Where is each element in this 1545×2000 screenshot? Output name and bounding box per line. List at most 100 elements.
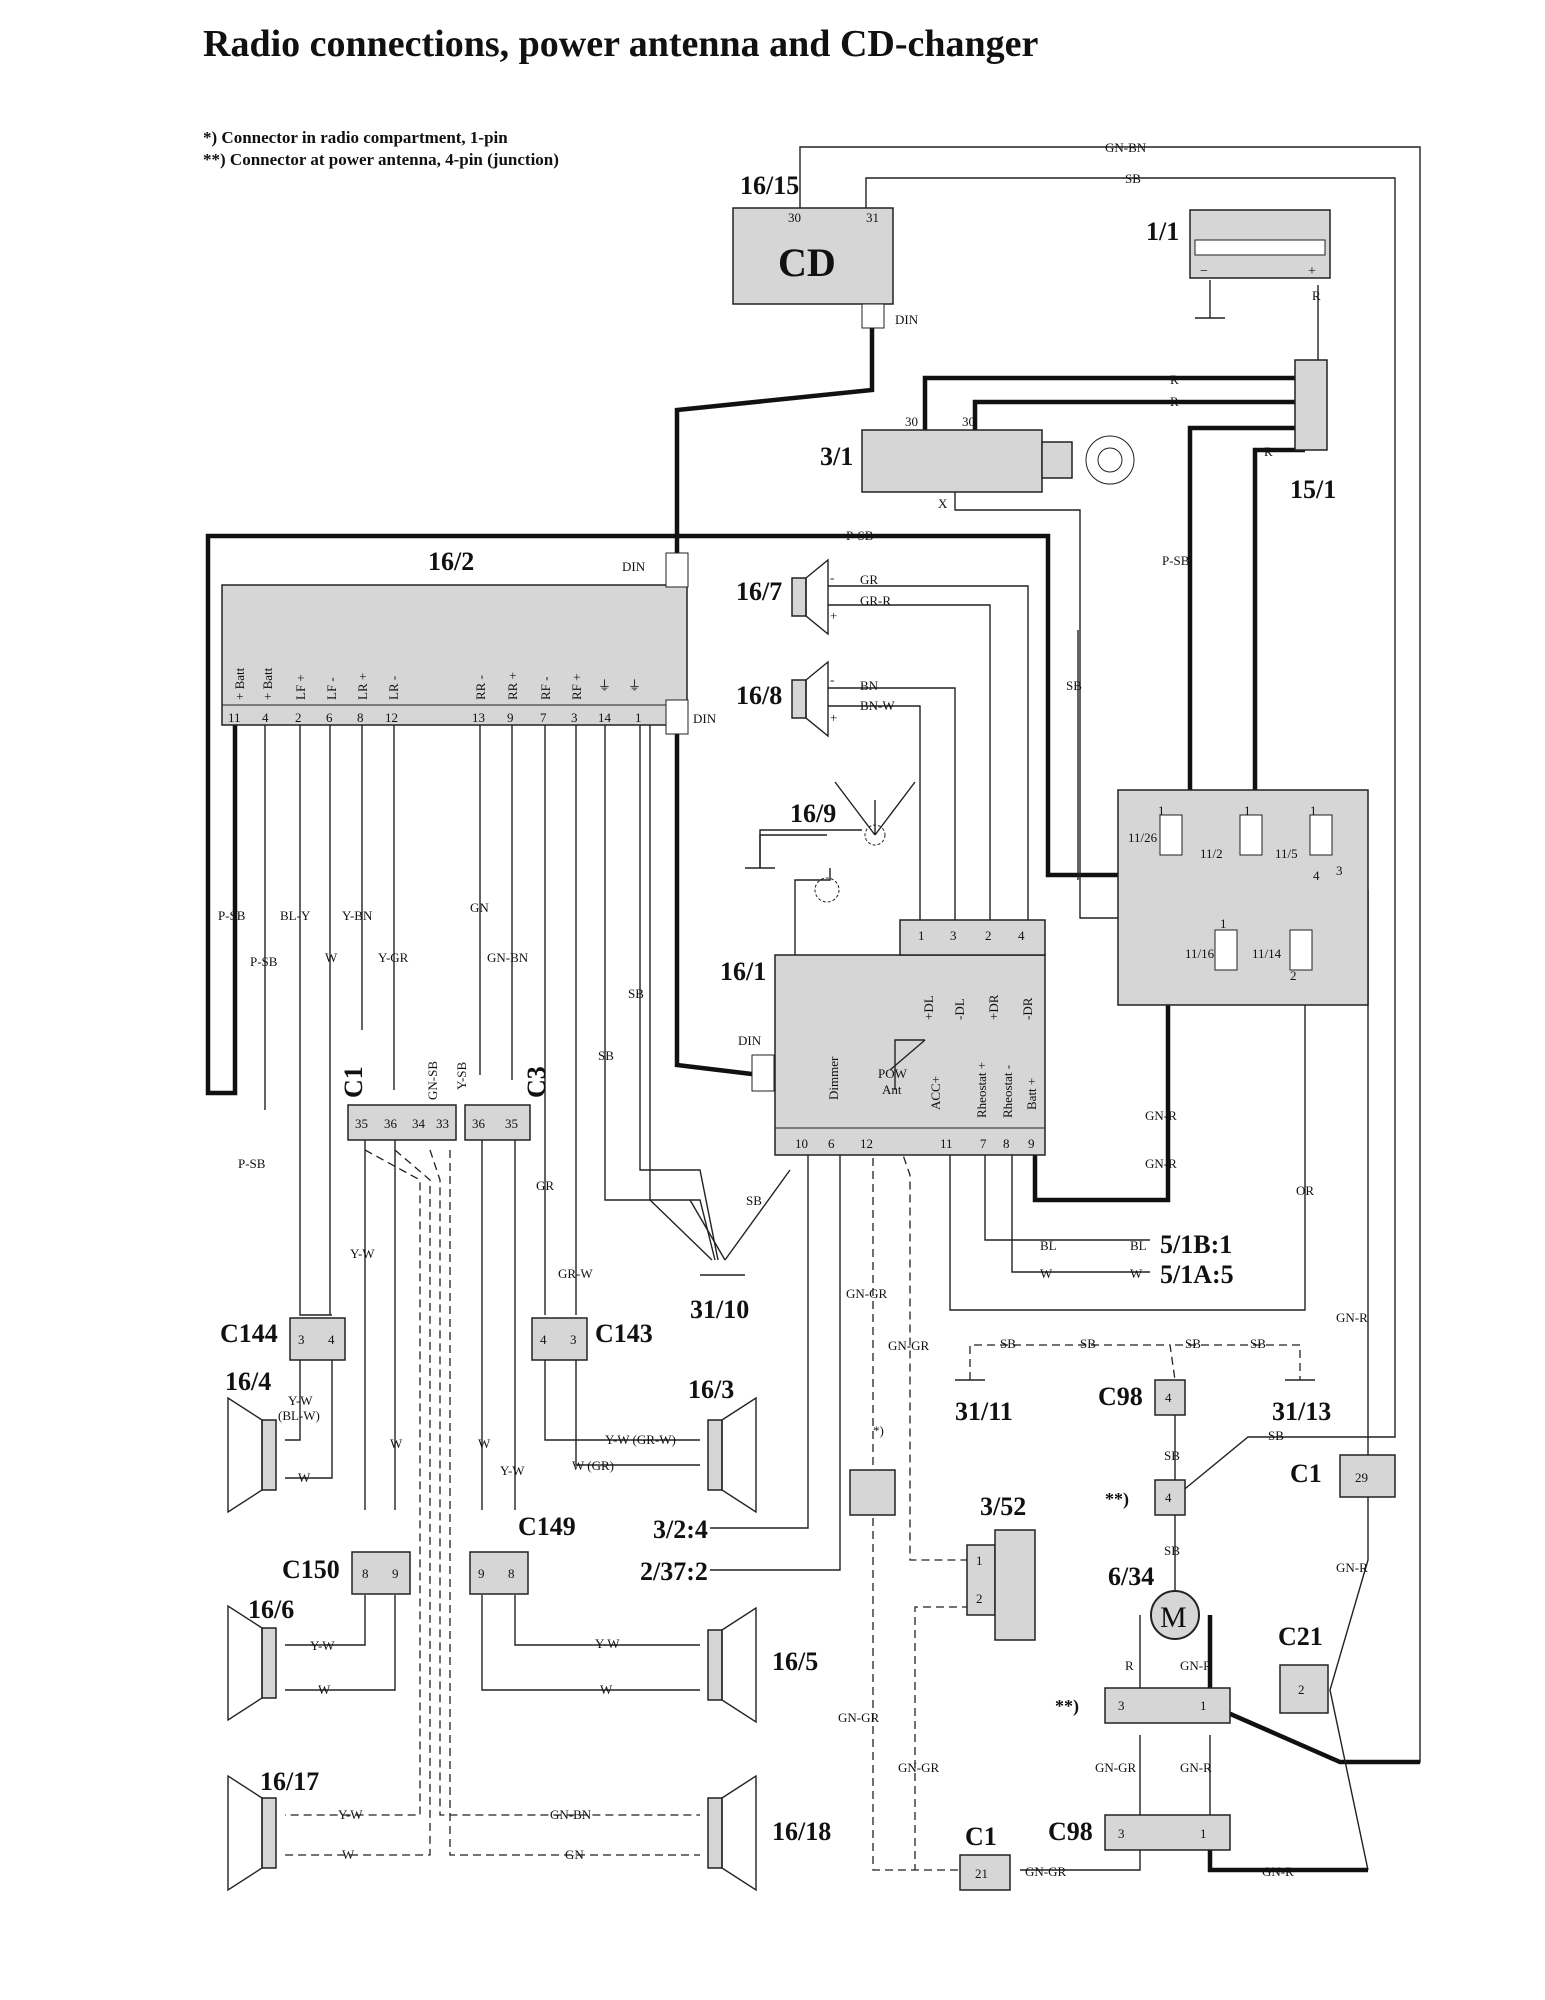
amp-pin-10: 10 [795, 1136, 808, 1151]
amp-top-pin-1: 1 [918, 928, 925, 943]
note-connector-antenna: **) Connector at power antenna, 4-pin (j… [203, 150, 559, 169]
speaker-16-4-wire-y-w: Y-W [288, 1393, 313, 1408]
connector-c1-29: C1 29 [1290, 1454, 1396, 1498]
c150-pin-9: 9 [392, 1566, 399, 1581]
connector-junction-4-ref: **) [1105, 1489, 1129, 1510]
connector-c1-29-ref: C1 [1290, 1459, 1322, 1488]
connector-c143: C143 4 3 [531, 1317, 653, 1361]
cd-changer-label: CD [778, 240, 836, 285]
speaker-16-7: 16/7 GR GR-R - + [736, 558, 891, 636]
amp-term-minus-dr: -DR [1020, 997, 1035, 1020]
connector-c98-bottom: C98 3 1 [1048, 1814, 1231, 1851]
c98-bottom-pin-1: 1 [1200, 1826, 1207, 1841]
radio-term-batt2: + Batt [260, 667, 275, 700]
wire-label-r3: R [1264, 444, 1273, 459]
speaker-16-7-ref: 16/7 [736, 577, 782, 606]
speaker-16-6: 16/6 Y-W W [227, 1595, 335, 1722]
speaker-16-3-wire-y-w: Y-W (GR-W) [605, 1432, 676, 1447]
fuse-relay-pin-1d: 1 [1220, 916, 1227, 931]
radio-ref: 16/2 [428, 547, 474, 576]
speaker-16-7-wire-gr: GR [860, 572, 878, 587]
fuse-box-ref: 15/1 [1290, 475, 1336, 504]
ignition-switch-ref: 3/1 [820, 442, 853, 471]
speaker-16-4-wire-w: W [298, 1470, 311, 1485]
ignition-switch: 3/1 30 30 X [820, 414, 1135, 511]
c98-bottom-pin-3: 3 [1118, 1826, 1125, 1841]
amp-term-pow: POW [878, 1066, 908, 1081]
amp-top-pin-3: 3 [950, 928, 957, 943]
amp-pin-12: 12 [860, 1136, 873, 1151]
wire-label-r-motor: R [1125, 1658, 1134, 1673]
wire-label-sb-radio: SB [628, 986, 644, 1001]
fuse-11-26: 11/26 [1128, 830, 1158, 845]
speaker-16-18-wire-gn: GN [565, 1847, 584, 1862]
c1-29-pin: 29 [1355, 1470, 1368, 1485]
connector-c1-21: C1 21 [959, 1822, 1011, 1891]
connector-c143-ref: C143 [595, 1319, 653, 1348]
radio-din-label: DIN [622, 559, 646, 574]
amplifier-box [774, 954, 1046, 1156]
wire-label-sb-g2: SB [1080, 1336, 1096, 1351]
speaker-16-3: 16/3 Y-W (GR-W) W (GR) [572, 1375, 757, 1514]
radio-term-ground2: ⏚ [628, 678, 641, 693]
wire-label-sb-radio2: SB [598, 1048, 614, 1063]
wire-label-sb-g3: SB [1185, 1336, 1201, 1351]
radio-term-lr-minus: LR - [386, 676, 401, 700]
wire-label-gn-gr-3: GN-GR [838, 1710, 879, 1725]
wire-label-sb-junction: SB [1164, 1543, 1180, 1558]
wire-label-w-c1: W [390, 1436, 403, 1451]
wire-label-gn-gr-5: GN-GR [1025, 1864, 1066, 1879]
amplifier-din-label: DIN [738, 1033, 762, 1048]
wire-label-r2: R [1170, 394, 1179, 409]
speaker-16-17-ref: 16/17 [260, 1767, 319, 1796]
wire-labels: GN-BN SB P-SB P-SB SB P-SB P-SB P-SB BL-… [218, 140, 1368, 1879]
speaker-16-8-plus: + [830, 710, 837, 725]
wires [205, 146, 1421, 1873]
wire-label-gn-gr-4: GN-GR [898, 1760, 939, 1775]
speaker-16-8-ref: 16/8 [736, 681, 782, 710]
amp-pin-6: 6 [828, 1136, 835, 1151]
amplifier-ref: 16/1 [720, 957, 766, 986]
c149-pin-8: 8 [508, 1566, 515, 1581]
connector-c150: C150 8 9 [282, 1551, 411, 1595]
speaker-16-18: 16/18 GN-BN GN [550, 1774, 831, 1892]
amp-term-rheostat-minus: Rheostat - [1000, 1065, 1015, 1118]
wire-label-gn-r-5: GN-R [1262, 1864, 1294, 1879]
radio-din-bottom [665, 699, 689, 735]
junction-pin-1: 1 [1200, 1698, 1207, 1713]
speaker-16-6-ref: 16/6 [248, 1595, 294, 1624]
radio-term-ground1: ⏚ [598, 678, 611, 693]
c98-top-pin-4: 4 [1165, 1390, 1172, 1405]
cd-changer: 16/15 CD 30 31 DIN [732, 171, 919, 329]
connector-c1: C1 35 36 34 33 [339, 1066, 457, 1141]
wire-label-gn-r-4: GN-R [1180, 1658, 1212, 1673]
connector-c149-ref: C149 [518, 1512, 576, 1541]
radio-term-lf-minus: LF - [324, 677, 339, 700]
c150-pin-8: 8 [362, 1566, 369, 1581]
battery-minus-icon: − [1200, 264, 1208, 279]
radio-pin-8: 8 [357, 710, 364, 725]
switch-pin-2: 2 [976, 1591, 983, 1606]
wire-label-bl-2: BL [1130, 1238, 1147, 1253]
connector-c150-ref: C150 [282, 1555, 340, 1584]
amp-term-ant: Ant [882, 1082, 902, 1097]
wire-label-battery-r: R [1312, 288, 1321, 303]
radio-term-lf-plus: LF + [293, 674, 308, 700]
connector-c21-ref: C21 [1278, 1622, 1323, 1651]
wire-label-p-sb-left1: P-SB [218, 908, 246, 923]
speaker-16-17-wire-y-w: Y-W [338, 1807, 363, 1822]
ext-ref-2-37-2: 2/37:2 [640, 1557, 708, 1586]
c149-pin-9: 9 [478, 1566, 485, 1581]
c144-pin-3: 3 [298, 1332, 305, 1347]
wire-label-w-2: W [1130, 1266, 1143, 1281]
junction-pin-3: 3 [1118, 1698, 1125, 1713]
speaker-16-17: 16/17 Y-W W [227, 1767, 363, 1892]
ground-31-11: 31/11 [955, 1379, 1013, 1426]
fuse-relay-pin-1c: 1 [1310, 803, 1317, 818]
speaker-16-18-wire-gn-bn: GN-BN [550, 1807, 592, 1822]
battery: 1/1 − + R [1146, 209, 1331, 319]
speaker-16-5-ref: 16/5 [772, 1647, 818, 1676]
radio-box [221, 584, 688, 726]
connector-junction-31: **) 3 1 [1055, 1687, 1231, 1724]
